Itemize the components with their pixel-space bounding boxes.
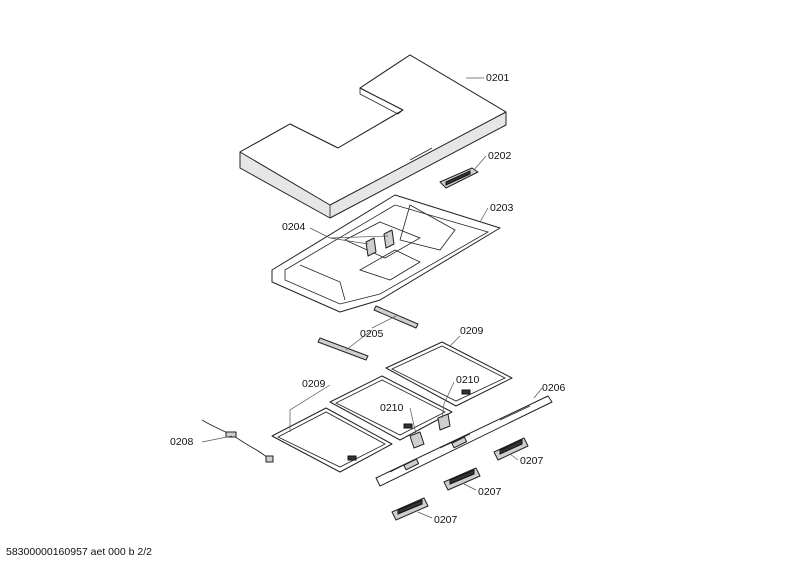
part-0209-filter-middle[interactable]: [329, 375, 453, 441]
part-0204-clips[interactable]: [365, 229, 395, 257]
leader-lines: [201, 77, 543, 519]
part-0205-rails[interactable]: [317, 305, 419, 361]
label-0201: 0201: [486, 72, 510, 84]
part-0209-filter-right[interactable]: [385, 341, 513, 407]
label-0203: 0203: [490, 202, 514, 214]
document-footer: 58300000160957 aet 000 b 2/2: [6, 546, 152, 558]
part-0208-cable[interactable]: [201, 419, 274, 463]
part-0202-bracket[interactable]: [439, 167, 479, 189]
label-0210-right: 0210: [456, 374, 480, 386]
label-0207-right: 0207: [520, 455, 544, 467]
part-0201-top-cover[interactable]: [239, 54, 507, 219]
part-0209-filter-left[interactable]: [271, 407, 393, 473]
label-0202: 0202: [488, 150, 512, 162]
label-0207-middle: 0207: [478, 486, 502, 498]
label-0207-bottom: 0207: [434, 514, 458, 526]
label-0204: 0204: [282, 221, 306, 233]
label-0210-left: 0210: [380, 402, 404, 414]
label-0209-left: 0209: [302, 378, 326, 390]
label-0205: 0205: [360, 328, 384, 340]
part-0206-long-bar[interactable]: [375, 395, 553, 487]
part-0210-knobs[interactable]: [409, 413, 451, 449]
part-0203-frame[interactable]: [271, 194, 501, 313]
part-0207-handles[interactable]: [391, 437, 529, 521]
label-0209-right: 0209: [460, 325, 484, 337]
label-0206: 0206: [542, 382, 566, 394]
label-0208: 0208: [170, 436, 194, 448]
